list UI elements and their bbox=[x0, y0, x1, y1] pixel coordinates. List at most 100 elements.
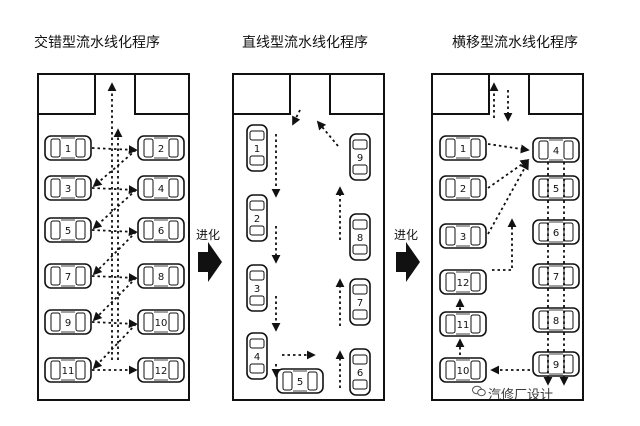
car-number: 10 bbox=[155, 318, 168, 329]
car: 3 bbox=[44, 175, 92, 201]
flow-arrow bbox=[92, 277, 137, 322]
car-number: 2 bbox=[460, 184, 466, 195]
evolution-label-2: 进化 bbox=[394, 228, 419, 242]
flow-arrow bbox=[92, 231, 137, 276]
evolution-label-1: 进化 bbox=[196, 228, 221, 242]
panel-frame-transverse bbox=[431, 73, 584, 401]
car: 7 bbox=[532, 263, 580, 289]
flow-arrow bbox=[492, 218, 517, 271]
car-number: 1 bbox=[65, 144, 71, 155]
car: 8 bbox=[532, 307, 580, 333]
car-number: 4 bbox=[158, 184, 164, 195]
car: 8 bbox=[349, 213, 371, 261]
evolution-arrow-icon bbox=[396, 242, 420, 282]
car-number: 1 bbox=[254, 144, 260, 155]
car: 4 bbox=[532, 137, 580, 163]
car-number: 9 bbox=[357, 153, 363, 164]
car-number: 2 bbox=[254, 214, 260, 225]
car-number: 4 bbox=[553, 146, 559, 157]
car: 7 bbox=[44, 263, 92, 289]
car: 11 bbox=[439, 311, 487, 337]
car-number: 5 bbox=[297, 377, 303, 388]
car-number: 10 bbox=[457, 366, 470, 377]
flow-arrow bbox=[92, 189, 137, 230]
car: 5 bbox=[532, 175, 580, 201]
car: 2 bbox=[137, 135, 185, 161]
car: 1 bbox=[439, 135, 487, 161]
car-number: 8 bbox=[553, 316, 559, 327]
car-number: 11 bbox=[457, 320, 470, 331]
flow-arrow bbox=[487, 143, 530, 154]
car-number: 7 bbox=[357, 298, 363, 309]
car-number: 2 bbox=[158, 144, 164, 155]
car-number: 5 bbox=[553, 184, 559, 195]
car-number: 7 bbox=[65, 272, 71, 283]
panel-title-straight: 直线型流水线化程序 bbox=[242, 35, 368, 51]
car-number: 7 bbox=[553, 272, 559, 283]
car-number: 3 bbox=[460, 232, 466, 243]
car-number: 3 bbox=[254, 284, 260, 295]
car: 6 bbox=[532, 219, 580, 245]
car: 9 bbox=[349, 133, 371, 181]
flow-arrow bbox=[92, 323, 137, 370]
car-number: 4 bbox=[254, 352, 260, 363]
panel-title-staggered: 交错型流水线化程序 bbox=[34, 35, 160, 51]
evolution-arrow-icon bbox=[198, 242, 222, 282]
panel-title-transverse: 横移型流水线化程序 bbox=[452, 35, 578, 51]
flow-arrow bbox=[91, 227, 138, 237]
car: 3 bbox=[439, 223, 487, 249]
panel-frame-straight bbox=[232, 73, 385, 401]
car-number: 8 bbox=[158, 272, 164, 283]
wechat-logo-icon bbox=[472, 385, 486, 397]
car: 4 bbox=[246, 332, 268, 380]
car: 1 bbox=[246, 124, 268, 172]
flow-arrow bbox=[487, 160, 529, 235]
car-number: 3 bbox=[65, 184, 71, 195]
car: 4 bbox=[137, 175, 185, 201]
panel-frame-staggered bbox=[37, 73, 190, 401]
car-number: 12 bbox=[155, 366, 168, 377]
car-number: 8 bbox=[357, 233, 363, 244]
car: 11 bbox=[44, 357, 92, 383]
car: 3 bbox=[246, 264, 268, 312]
car-number: 6 bbox=[357, 368, 363, 379]
car-number: 11 bbox=[62, 366, 75, 377]
car-number: 9 bbox=[65, 318, 71, 329]
room-box bbox=[37, 73, 96, 115]
flow-arrow bbox=[292, 109, 301, 126]
car: 6 bbox=[349, 348, 371, 396]
car-number: 6 bbox=[158, 226, 164, 237]
flow-arrow bbox=[92, 149, 137, 188]
car: 8 bbox=[137, 263, 185, 289]
car: 2 bbox=[439, 175, 487, 201]
car-number: 9 bbox=[553, 360, 559, 371]
room-box bbox=[134, 73, 190, 115]
flow-arrow bbox=[91, 273, 138, 283]
car-number: 5 bbox=[65, 226, 71, 237]
flow-arrow bbox=[91, 185, 138, 195]
room-box bbox=[232, 73, 291, 115]
car: 9 bbox=[44, 309, 92, 335]
flow-arrow bbox=[487, 158, 530, 189]
car: 2 bbox=[246, 194, 268, 242]
flow-arrow bbox=[91, 145, 138, 155]
car: 10 bbox=[439, 357, 487, 383]
car: 9 bbox=[532, 351, 580, 377]
room-box bbox=[431, 73, 490, 115]
car: 5 bbox=[44, 217, 92, 243]
car-number: 1 bbox=[460, 144, 466, 155]
car: 6 bbox=[137, 217, 185, 243]
car-number: 12 bbox=[457, 278, 470, 289]
room-box bbox=[528, 73, 584, 115]
room-box bbox=[329, 73, 385, 115]
car: 1 bbox=[44, 135, 92, 161]
car: 12 bbox=[137, 357, 185, 383]
car-number: 6 bbox=[553, 228, 559, 239]
flow-arrow bbox=[91, 319, 138, 329]
flow-arrow bbox=[316, 120, 339, 147]
car: 5 bbox=[276, 368, 324, 394]
car: 10 bbox=[137, 309, 185, 335]
car: 7 bbox=[349, 278, 371, 326]
car: 12 bbox=[439, 269, 487, 295]
